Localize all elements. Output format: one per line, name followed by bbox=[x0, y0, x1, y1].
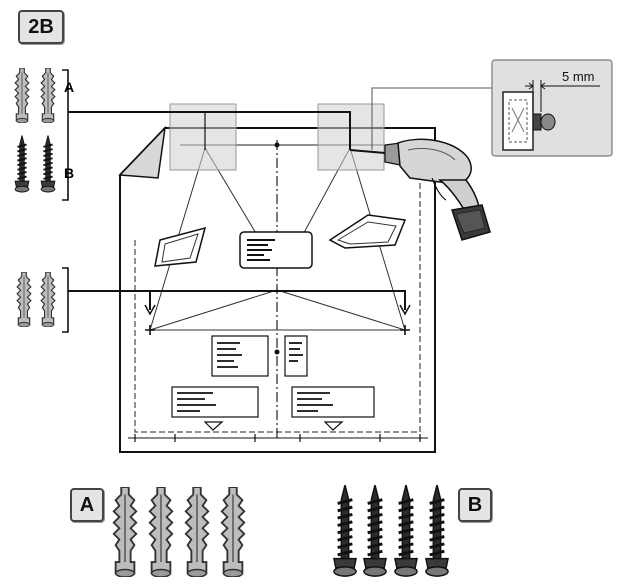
wall-anchor-icon bbox=[40, 68, 56, 123]
leader-line-middle bbox=[68, 290, 406, 310]
parts-bracket-top bbox=[62, 69, 69, 201]
step-badge: 2B bbox=[18, 10, 64, 44]
screw-group-top bbox=[14, 135, 56, 193]
anchor-group-middle bbox=[16, 272, 56, 327]
detail-leader-line bbox=[371, 87, 492, 150]
wall-anchor-icon bbox=[40, 272, 56, 327]
screw-icon bbox=[424, 485, 450, 577]
bracket-label-b: B bbox=[64, 165, 74, 181]
screw-icon bbox=[14, 135, 30, 193]
parts-bracket-middle bbox=[62, 267, 69, 333]
wall-anchor-icon bbox=[14, 68, 30, 123]
anchor-set-large bbox=[112, 487, 246, 577]
screw-icon bbox=[362, 485, 388, 577]
wall-anchor-icon bbox=[16, 272, 32, 327]
wall-anchor-icon bbox=[148, 487, 174, 577]
wall-anchor-icon bbox=[220, 487, 246, 577]
screws-badge: B bbox=[458, 488, 492, 522]
detail-measurement: 5 mm bbox=[562, 69, 595, 84]
screw-icon bbox=[393, 485, 419, 577]
screw-icon bbox=[332, 485, 358, 577]
anchors-badge: A bbox=[70, 488, 104, 522]
drill-zone-left bbox=[169, 103, 237, 171]
folded-corner bbox=[118, 125, 167, 179]
screw-set-large bbox=[332, 485, 450, 577]
screw-icon bbox=[40, 135, 56, 193]
wall-anchor-icon bbox=[112, 487, 138, 577]
mount-plate-detail-icon bbox=[502, 80, 600, 151]
drill-icon bbox=[349, 138, 491, 241]
wall-anchor-icon bbox=[184, 487, 210, 577]
bracket-label-a: A bbox=[64, 79, 74, 95]
anchor-group-top bbox=[14, 68, 56, 123]
